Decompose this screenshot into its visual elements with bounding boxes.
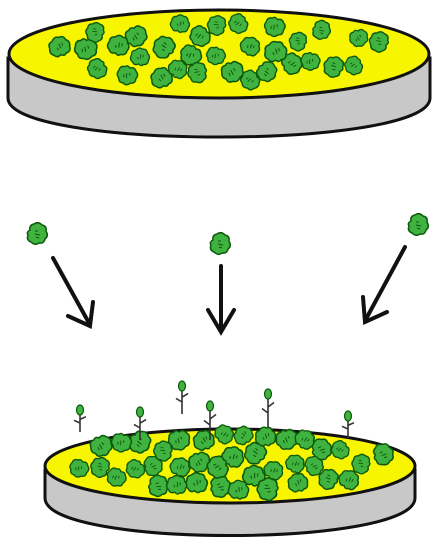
arrow-down-left-icon bbox=[363, 247, 405, 322]
sprout-icon bbox=[74, 405, 86, 432]
arrow-down-right-icon bbox=[53, 258, 93, 326]
particle-icon bbox=[206, 47, 226, 65]
bottom-dish bbox=[45, 381, 415, 536]
top-dish bbox=[8, 10, 430, 137]
falling-particle-right-icon bbox=[408, 214, 428, 236]
arrow-down-icon bbox=[208, 266, 234, 332]
sprout-icon bbox=[176, 381, 188, 414]
particle-icon bbox=[369, 32, 388, 53]
particle-icon bbox=[289, 32, 307, 51]
falling-particle-left-icon bbox=[27, 223, 47, 245]
sprout-icon bbox=[262, 389, 274, 428]
falling-particle-center-icon bbox=[210, 233, 230, 255]
sprout-icon bbox=[342, 411, 354, 438]
particle-icon bbox=[70, 459, 90, 477]
falling-group bbox=[27, 214, 428, 332]
particle-icon bbox=[313, 20, 331, 39]
